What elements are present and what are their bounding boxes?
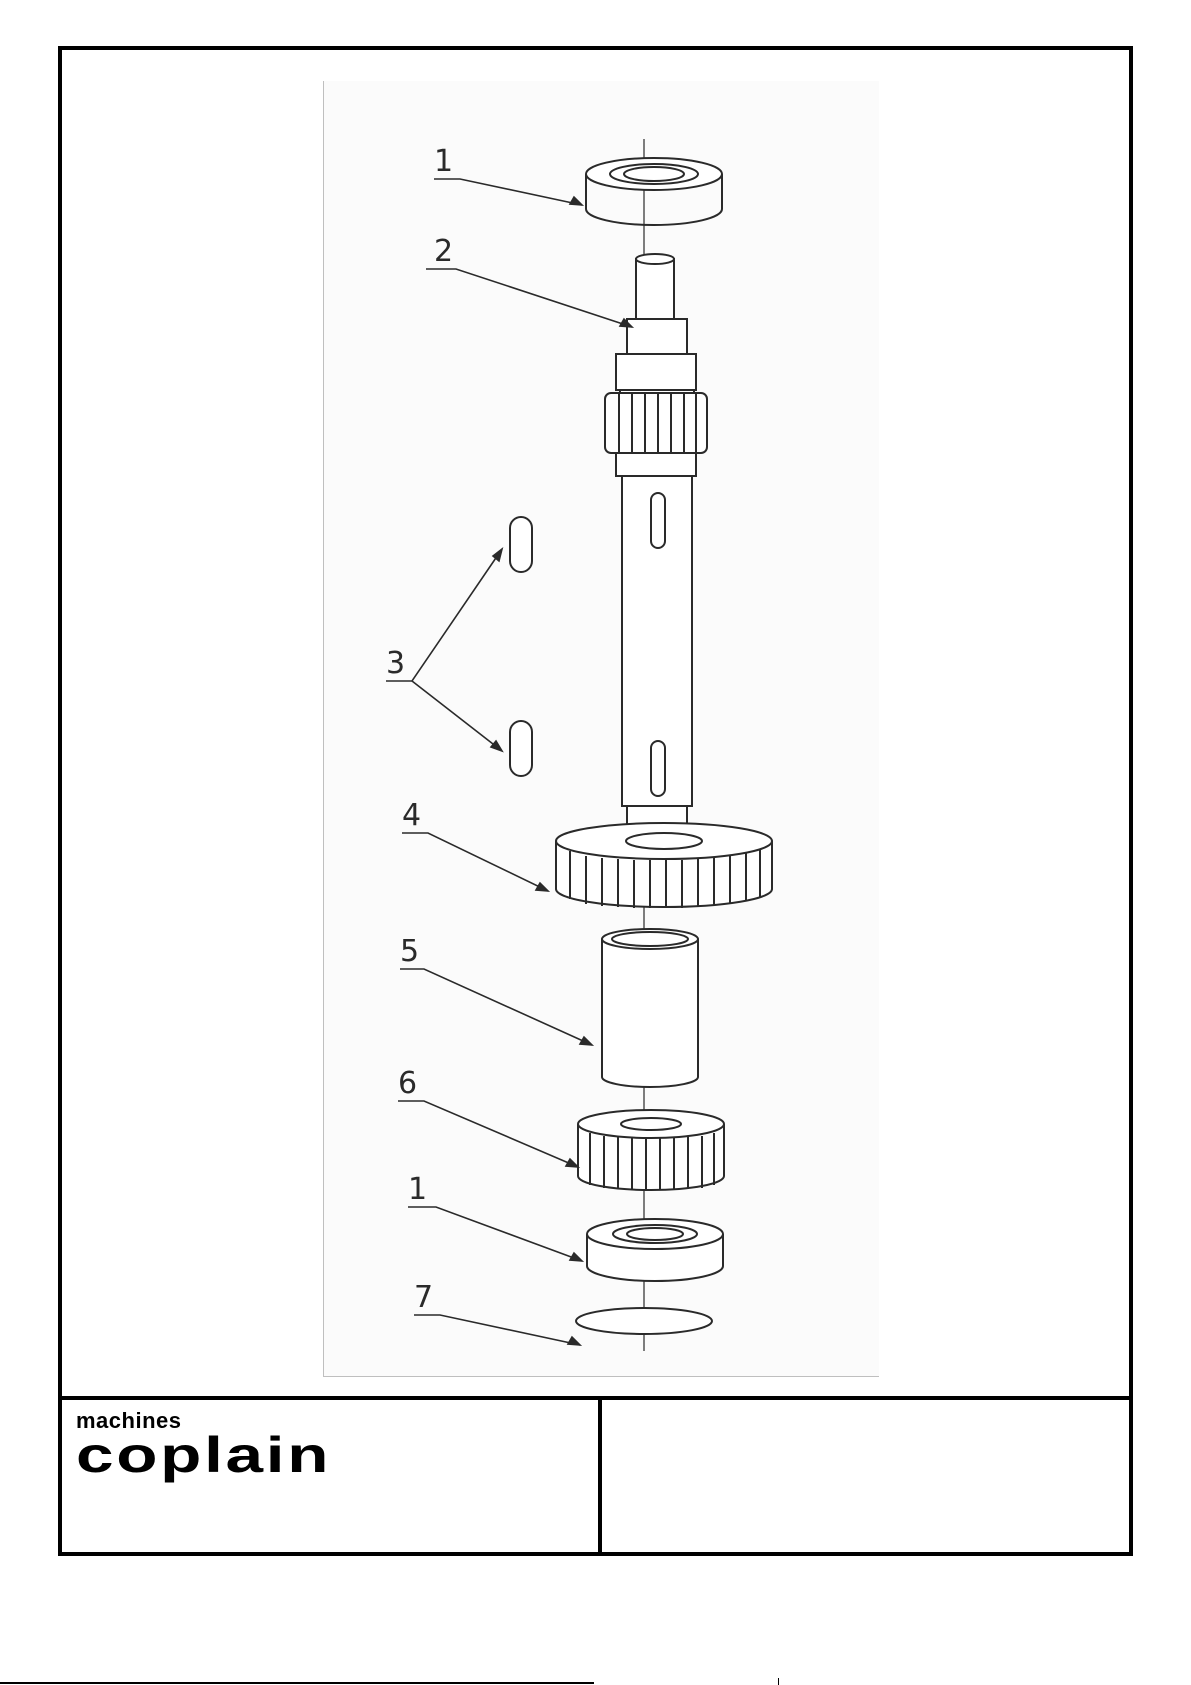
keys — [510, 517, 532, 776]
callout-6: 6 — [398, 1066, 417, 1101]
footer-rule — [0, 1682, 594, 1684]
spacer — [602, 929, 698, 1087]
bearing-bottom — [587, 1219, 723, 1281]
washer — [576, 1308, 712, 1334]
footer-tick — [778, 1678, 779, 1685]
drawing-area: 1 2 3 4 5 6 1 7 — [62, 50, 1129, 1400]
title-block: machines coplain — [62, 1400, 1129, 1552]
callout-4: 4 — [402, 798, 421, 833]
callout-1-top: 1 — [434, 144, 453, 179]
bearing-top — [586, 158, 722, 225]
title-block-logo-cell: machines coplain — [62, 1400, 602, 1552]
title-block-info-cell — [602, 1400, 1129, 1552]
exploded-view-diagram: 1 2 3 4 5 6 1 7 — [324, 81, 879, 1376]
company-logo: machines coplain — [76, 1410, 265, 1478]
callout-7: 7 — [414, 1280, 433, 1315]
exploded-view-panel: 1 2 3 4 5 6 1 7 — [323, 81, 879, 1377]
drawing-sheet: 1 2 3 4 5 6 1 7 machines coplain — [58, 46, 1133, 1556]
callout-1-bottom: 1 — [408, 1172, 427, 1207]
small-gear — [578, 1110, 724, 1190]
logo-big-text: coplain — [76, 1432, 331, 1478]
callout-3: 3 — [386, 646, 405, 681]
callout-2: 2 — [434, 234, 453, 269]
large-gear — [556, 823, 772, 908]
callout-5: 5 — [400, 934, 419, 969]
callout-labels: 1 2 3 4 5 6 1 7 — [386, 144, 453, 1315]
shaft — [605, 254, 707, 848]
